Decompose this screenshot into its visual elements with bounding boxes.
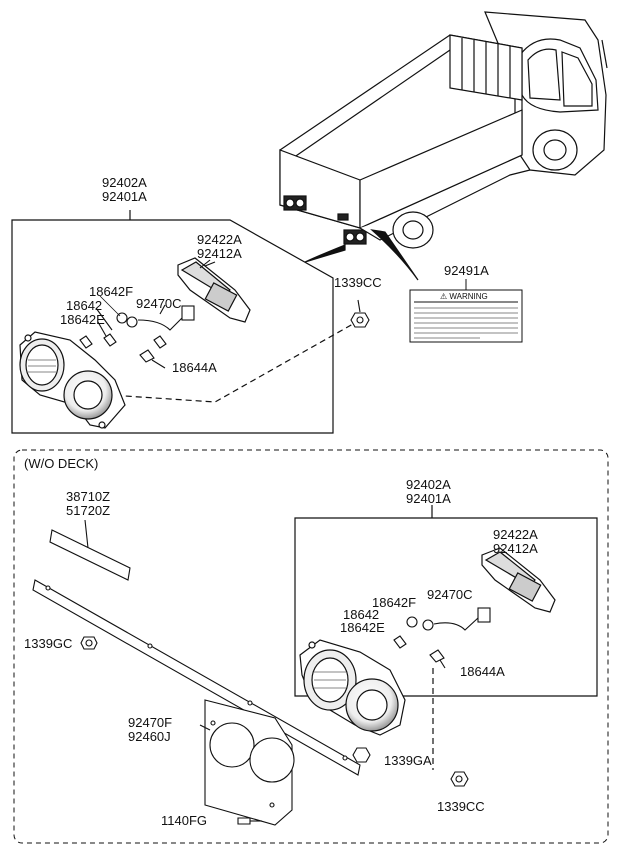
top-bulb-number: 18642 <box>66 298 103 313</box>
bottom-small-bulb-number: 18644A <box>460 664 505 679</box>
bottom-bulbs-wiring <box>393 607 491 669</box>
cover-number-b: 92460J <box>128 729 171 744</box>
bottom-bulb-number-f: 18642F <box>372 595 417 610</box>
top-nut-number: 1339CC <box>334 275 382 290</box>
bolt-number: 1339GC <box>24 636 73 651</box>
bottom-wiring-number: 92470C <box>427 587 473 602</box>
bottom-lamp-number-a: 92402A <box>406 477 451 492</box>
bottom-lamp-housing <box>299 639 406 736</box>
warning-label-number: 92491A <box>444 263 489 278</box>
screw-number: 1140FG <box>161 813 208 828</box>
bottom-rear-housing-number-a: 92422A <box>493 527 538 542</box>
top-rear-housing-number-b: 92412A <box>197 246 242 261</box>
wo-deck-frame <box>13 449 609 844</box>
nut-a-number: 1339GA <box>384 753 432 768</box>
bottom-rear-housing <box>481 547 556 613</box>
bottom-rear-housing-number-b: 92412A <box>493 541 538 556</box>
bracket-number-b: 51720Z <box>66 503 111 518</box>
cover-number-a: 92470F <box>128 715 173 730</box>
bottom-assembly-frame <box>294 505 598 770</box>
top-assembly-frame <box>11 210 361 434</box>
nut-b-number: 1339CC <box>437 799 485 814</box>
top-small-bulb-number: 18644A <box>172 360 217 375</box>
bottom-lamp-number-b: 92401A <box>406 491 451 506</box>
top-lamp-number-a: 92402A <box>102 175 147 190</box>
top-rear-housing <box>177 257 251 323</box>
top-wiring-number: 92470C <box>136 296 182 311</box>
warning-label-icon <box>409 279 523 343</box>
top-lamp-number-b: 92401A <box>102 189 147 204</box>
top-bulb-number-f: 18642F <box>89 284 134 299</box>
top-rear-housing-number-a: 92422A <box>197 232 242 247</box>
bottom-bulb-number-e: 18642E <box>340 620 385 635</box>
bottom-brackets <box>32 519 469 826</box>
top-lamp-housing <box>19 331 126 429</box>
truck-illustration <box>279 11 608 281</box>
section-label: (W/O DECK) <box>24 456 99 471</box>
bottom-bulb-number: 18642 <box>343 607 380 622</box>
top-bulb-number-e: 18642E <box>60 312 105 327</box>
top-bulbs-wiring <box>79 259 370 369</box>
bracket-number-a: 38710Z <box>66 489 111 504</box>
warning-label-title: ⚠ WARNING <box>440 292 488 301</box>
